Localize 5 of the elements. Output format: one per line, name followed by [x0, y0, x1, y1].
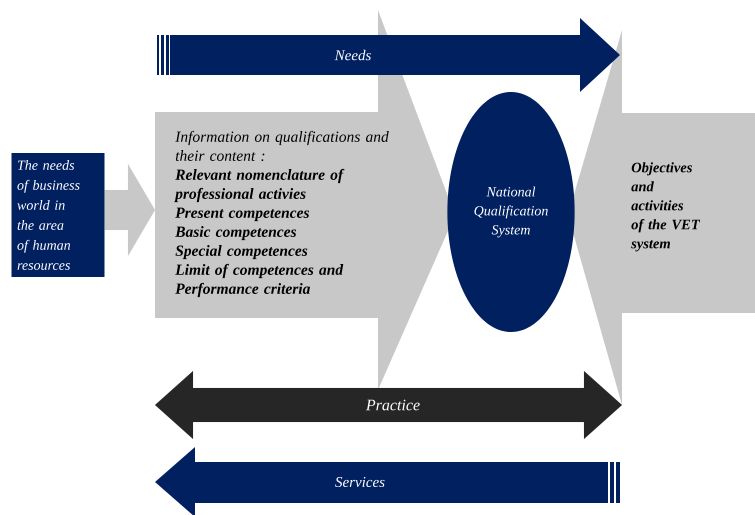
block-arrow	[104, 164, 156, 256]
double-arrow	[154, 370, 622, 440]
edge-label: Practice	[366, 400, 420, 410]
chevron-box: Objectives and activities of the VET system	[568, 30, 755, 405]
text-box: The needs of business world in the area of human resources	[12, 153, 104, 277]
